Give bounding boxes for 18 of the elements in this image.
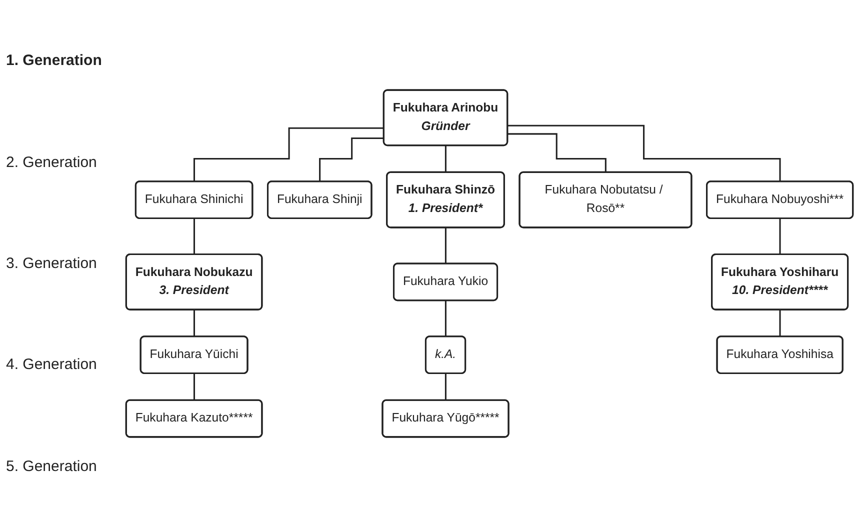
connector [444, 372, 447, 402]
generation-label: 1. Generation [6, 52, 103, 70]
connector [508, 124, 781, 183]
connector [193, 127, 384, 183]
connector [193, 372, 196, 402]
connector [779, 309, 781, 338]
connector [444, 300, 447, 338]
connector [319, 137, 384, 183]
generation-label: 2. Generation [6, 154, 98, 171]
connector [193, 309, 196, 338]
connector [193, 218, 196, 256]
generation-label: 3. Generation [6, 254, 98, 272]
connector [444, 227, 447, 265]
connector [444, 144, 447, 174]
generation-label: 5. Generation [6, 458, 98, 475]
connector [779, 218, 781, 256]
connector [508, 133, 607, 174]
generation-label: 4. Generation [6, 356, 98, 374]
